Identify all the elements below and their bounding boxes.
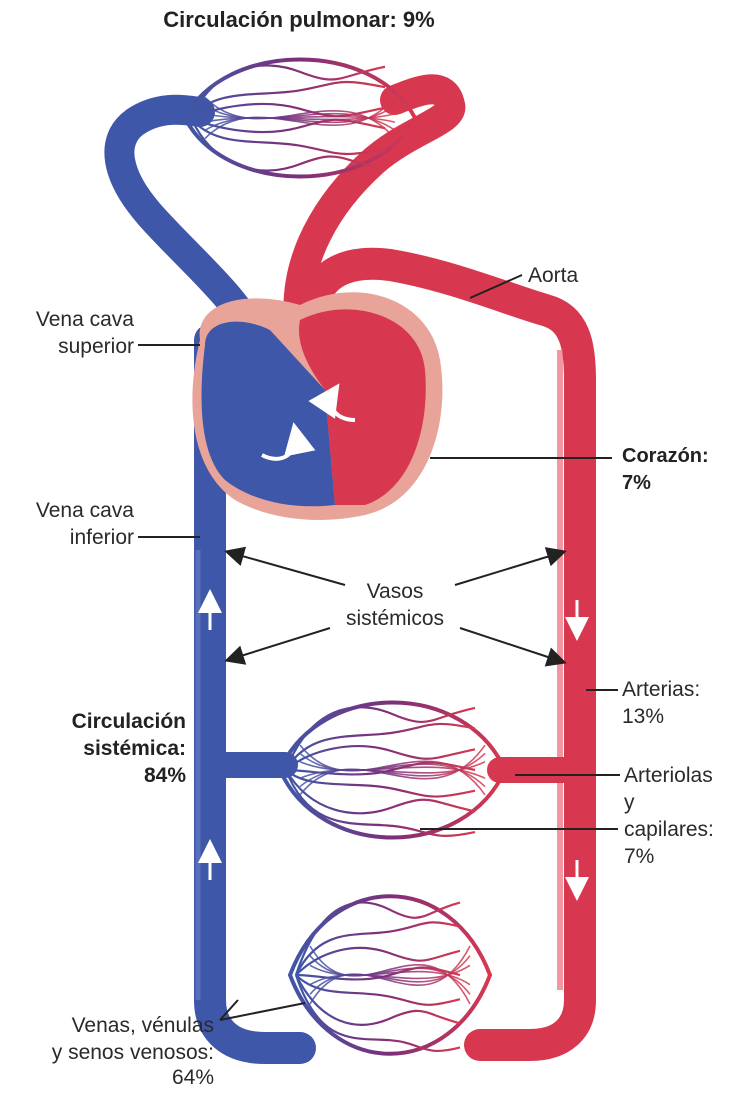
- heart-label-line1: Corazón:: [622, 443, 709, 470]
- aorta-label: Aorta: [528, 262, 578, 289]
- veins-label-line3: 64%: [0, 1064, 214, 1091]
- ivc-label-line1: Vena cava: [0, 497, 134, 524]
- systemic-label-line3: 84%: [0, 762, 186, 789]
- vessels-label-line2: sistémicos: [320, 605, 470, 632]
- ivc-label-line2: inferior: [0, 524, 134, 551]
- systemic-capillary-bed-upper: [280, 703, 505, 838]
- capillary-strand: [296, 902, 460, 975]
- capillary-strand: [296, 975, 460, 1051]
- arterioles-label-line4: 7%: [624, 843, 654, 870]
- veins-label-line1: Venas, vénulas: [0, 1012, 214, 1039]
- heart-label-line2: 7%: [622, 470, 651, 497]
- arteries-label-line1: Arterias:: [622, 676, 700, 703]
- systemic-capillary-bed-lower: [290, 896, 490, 1054]
- leader-vessels-ur: [455, 552, 563, 585]
- vessels-label-line1: Vasos: [320, 578, 470, 605]
- arterioles-label-line3: capilares:: [624, 816, 714, 843]
- arteries-label-line2: 13%: [622, 703, 664, 730]
- arterioles-label-line1: Arteriolas: [624, 762, 713, 789]
- pulmonary-circulation-label: Circulación pulmonar: 9%: [139, 6, 459, 33]
- arterioles-label-line2: y: [624, 789, 635, 816]
- capillary-strand: [286, 707, 475, 770]
- veins-label-line2: y senos venosos:: [0, 1039, 214, 1066]
- svc-label-line1: Vena cava: [0, 306, 134, 333]
- systemic-label-line2: sistémica:: [0, 735, 186, 762]
- leader-vessels-lr: [460, 628, 563, 662]
- systemic-label-line1: Circulación: [0, 708, 186, 735]
- leader-vessels-ll: [228, 628, 330, 660]
- svc-label-line2: superior: [0, 333, 134, 360]
